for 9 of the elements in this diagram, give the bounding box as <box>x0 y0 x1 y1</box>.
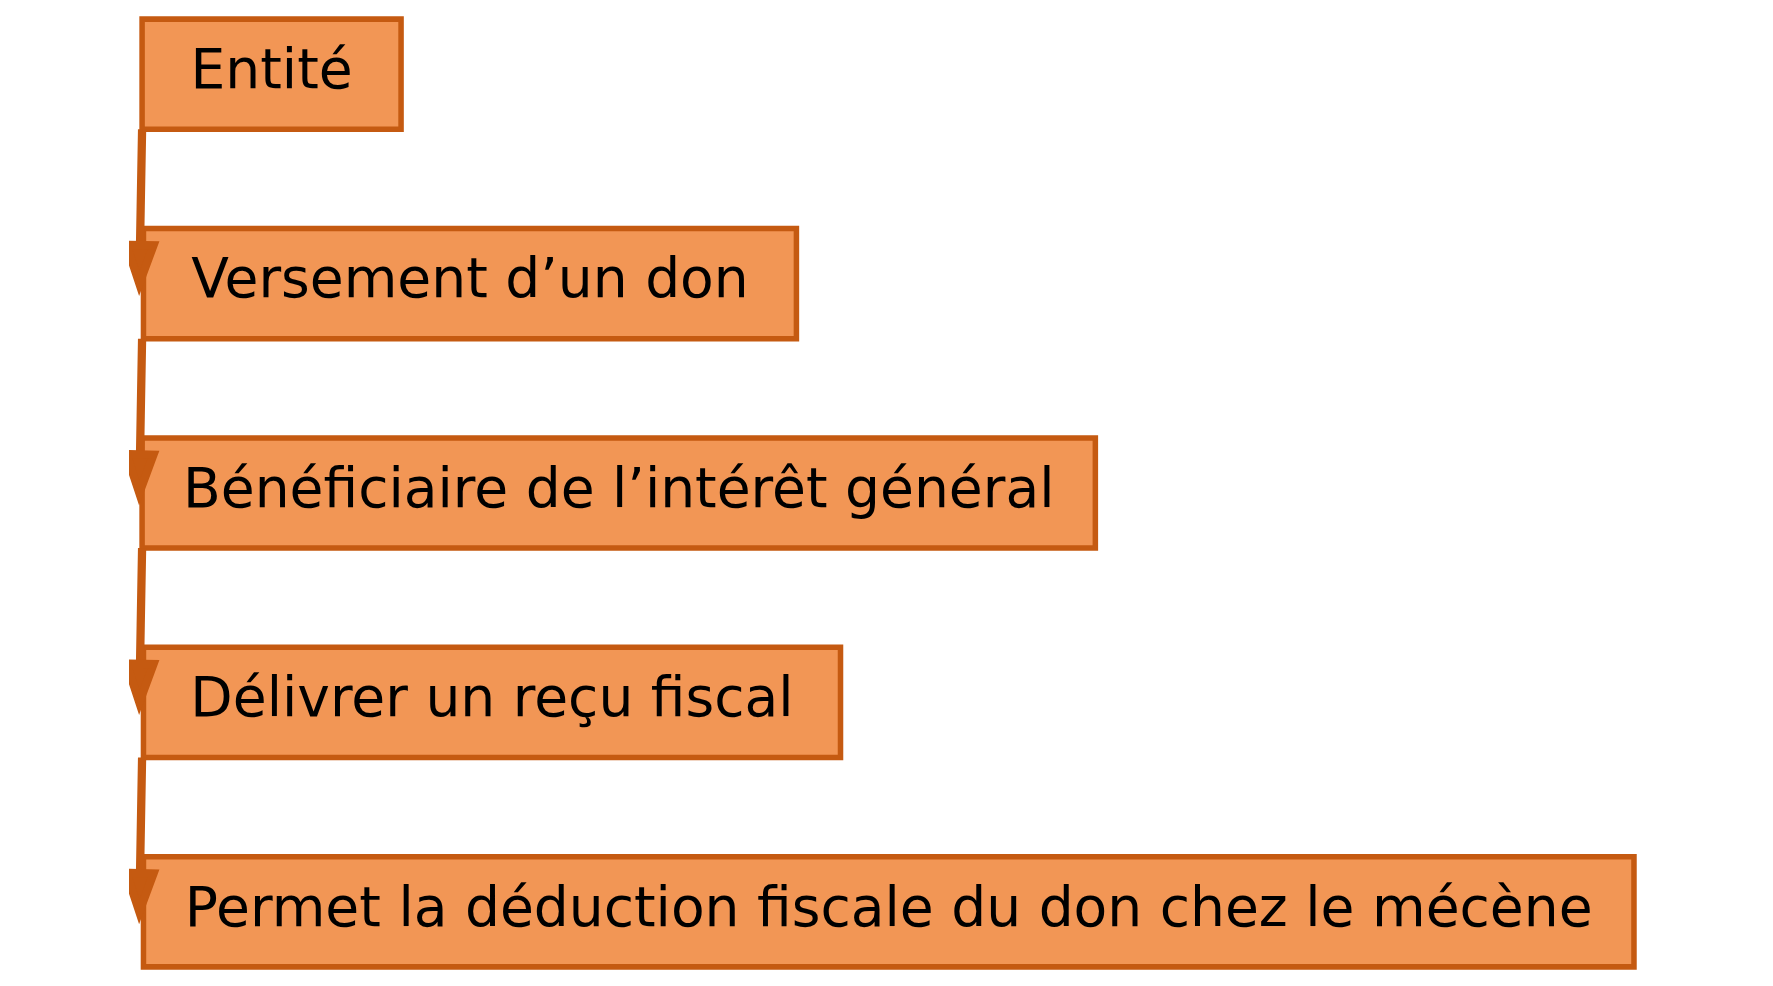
node-box: Versement d’un don <box>140 225 799 342</box>
node-box: Permet la déduction fiscale du don chez le mécène <box>140 853 1637 970</box>
arrow <box>128 129 159 297</box>
node-box: Bénéficiaire de l’intérêt général <box>138 435 1098 551</box>
node-box: Entité <box>138 16 404 133</box>
arrow <box>128 548 159 715</box>
arrow <box>128 338 159 506</box>
node-box: Délivrer un reçu fiscal <box>140 644 843 761</box>
arrow <box>128 757 159 925</box>
